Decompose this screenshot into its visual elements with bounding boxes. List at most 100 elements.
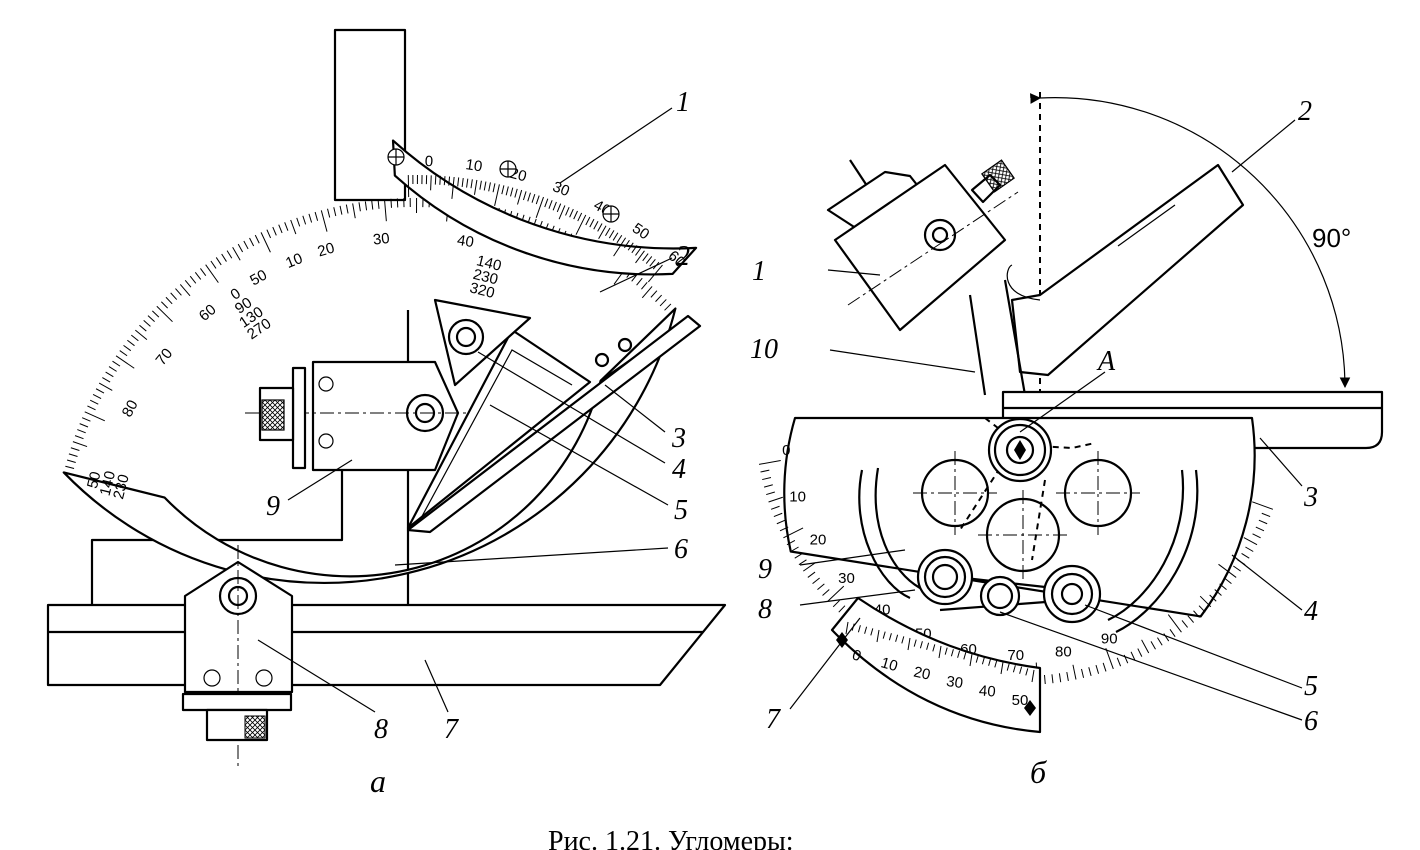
main-scale-tick (664, 303, 672, 311)
main-scale-tick (127, 339, 135, 347)
main-scale-label: 60 (196, 301, 220, 325)
vernier-tick (517, 189, 523, 205)
main-scale-tick (272, 226, 277, 236)
disk-tick (1130, 651, 1136, 661)
vernier-b-tick (913, 639, 917, 647)
main-scale-tick (66, 459, 76, 463)
disk-tick (1141, 639, 1150, 654)
callout-b-6: 6 (1304, 706, 1318, 737)
disk-tick (773, 512, 783, 518)
vernier-label: 10 (464, 156, 483, 175)
disk-tick (1088, 667, 1092, 677)
vernier-label: 50 (629, 220, 652, 243)
disk-scale-label: 90 (1101, 630, 1118, 647)
callout-b-4: 4 (1304, 596, 1318, 627)
main-scale-tick (151, 310, 160, 318)
main-scale-tick (302, 215, 307, 225)
callout-b-8: 8 (758, 594, 772, 625)
vernier-tick (624, 239, 630, 249)
triangle-blade (406, 328, 592, 530)
main-scale-tick (105, 371, 114, 378)
main-scale-tick (243, 240, 249, 250)
vernier-tick (457, 177, 460, 187)
disk-tick (1167, 614, 1182, 633)
disk-tick (783, 527, 804, 539)
vernier-b-label: 50 (1012, 692, 1029, 709)
disk-tick (812, 577, 820, 584)
disk-tick (1137, 648, 1143, 657)
main-scale-tick (636, 277, 643, 286)
main-scale-tick (390, 198, 393, 208)
disk-tick (1255, 526, 1265, 532)
disk-tick (1198, 605, 1206, 613)
callout-a-6: 6 (674, 534, 688, 565)
stack-50-label: 50 (84, 470, 105, 490)
main-scale-label: 80 (119, 397, 142, 420)
right-angle-arrow (1030, 93, 1351, 389)
main-scale-tick (384, 199, 387, 222)
vernier-tick (597, 223, 603, 232)
vernier-label: 30 (550, 178, 572, 200)
disk-tick (1219, 583, 1227, 591)
disk-tick (1258, 519, 1268, 525)
vernier-tick (494, 184, 500, 206)
vernier-b-label: 20 (912, 664, 932, 684)
vernier-b-tick (988, 658, 992, 666)
vernier-b-tick (901, 636, 905, 644)
disk-tick (1058, 673, 1062, 683)
callout-a-2: 2 (676, 241, 690, 272)
vernier-b-tick (919, 641, 923, 649)
vernier-b-label: 10 (879, 654, 900, 675)
vernier-tick (461, 177, 464, 188)
stack-50-label: 230 (110, 473, 133, 501)
main-scale-tick (358, 202, 361, 212)
main-scale-tick (68, 453, 78, 457)
disk-tick (790, 546, 799, 552)
vernier-b-tick (1031, 669, 1035, 683)
ruler (46, 603, 727, 687)
stack-0-label: 90 (232, 294, 255, 317)
main-scale-tick (320, 210, 328, 232)
disk-tick (1252, 501, 1274, 510)
vernier-tick (466, 178, 469, 188)
vernier-tick (514, 188, 518, 198)
disk-tick (776, 519, 786, 525)
callout-a-1: 1 (676, 87, 690, 118)
panel-a-label: а (370, 763, 386, 799)
vernier-tick (505, 186, 509, 196)
disk-tick (1243, 537, 1258, 546)
main-scale-tick (123, 344, 132, 352)
vernier-b-label: 40 (978, 682, 996, 700)
main-scale-tick (215, 257, 222, 266)
vernier-b-label: 30 (945, 673, 964, 692)
main-scale-tick (84, 411, 106, 422)
main-scale-tick (659, 299, 667, 307)
vernier-b-tick (994, 660, 998, 668)
main-scale-tick (641, 286, 653, 299)
vernier-b-tick (944, 647, 948, 655)
vernier-tick (593, 221, 599, 230)
vernier-tick (552, 201, 557, 211)
main-scale-tick (74, 435, 84, 440)
disk-tick (1261, 512, 1271, 518)
vernier-b-tick (888, 633, 892, 641)
vernier-b-tick (950, 649, 954, 657)
vernier-b-tick (1019, 666, 1023, 674)
callout-b-5: 5 (1304, 671, 1318, 702)
disk-tick (1150, 641, 1156, 650)
vernier-tick (470, 179, 473, 189)
vernier-tick (535, 196, 544, 218)
callout-b-9: 9 (758, 554, 772, 585)
disk-tick (1224, 577, 1232, 584)
disk-tick (770, 505, 780, 510)
main-scale-tick (79, 423, 89, 428)
main-scale-tick (189, 275, 197, 284)
knurled-knob (261, 399, 285, 431)
vernier-tick (430, 175, 432, 191)
main-scale-tick (650, 290, 658, 298)
disk-tick (1066, 671, 1069, 682)
main-scale-tick (284, 222, 289, 231)
